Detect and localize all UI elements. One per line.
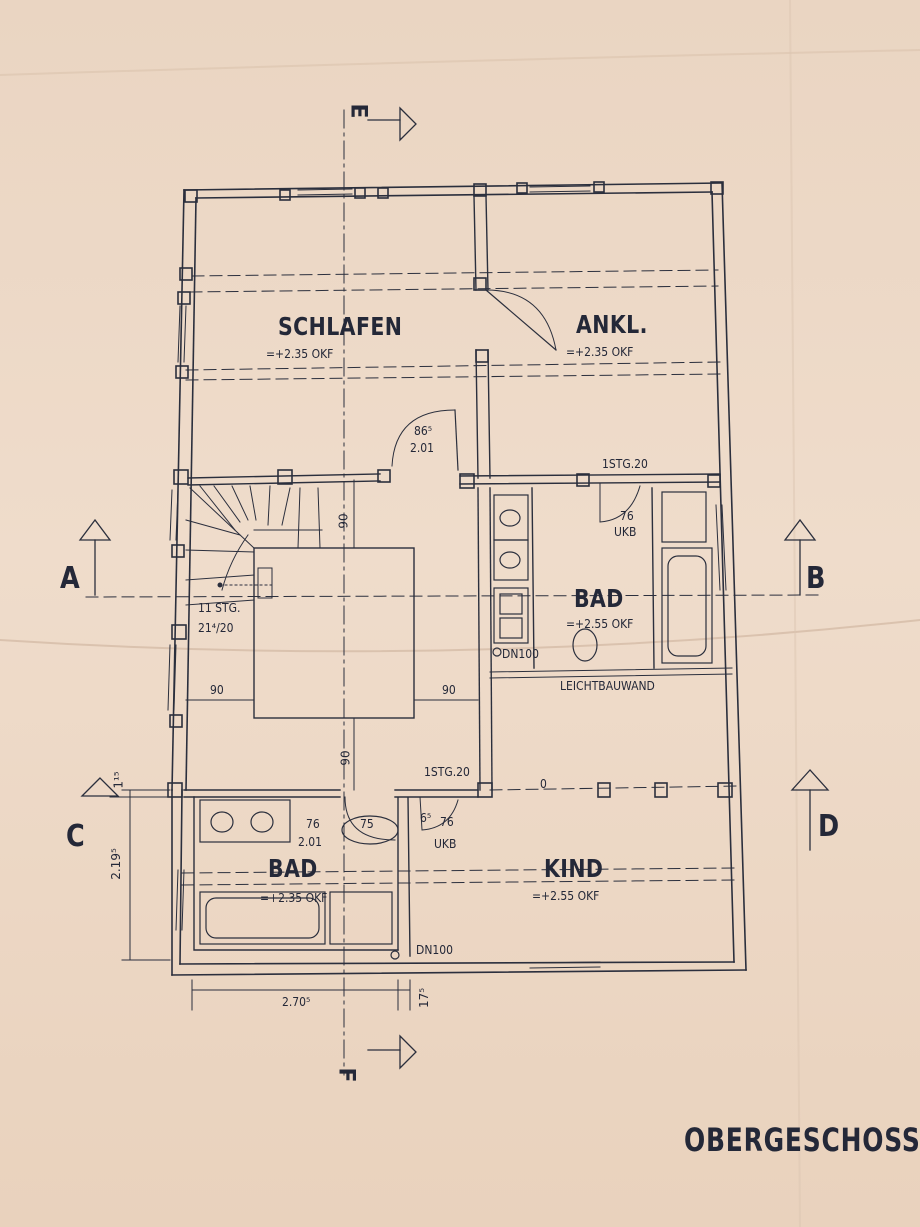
dim-90-left: 90 xyxy=(210,683,224,697)
interior-walls xyxy=(183,195,733,957)
dn100-lower: DN100 xyxy=(416,943,454,957)
zero-mark: 0 xyxy=(540,777,547,791)
dn100-upper: DN100 xyxy=(502,647,540,661)
section-mark-bottom: F xyxy=(333,1067,359,1083)
dimension-lines xyxy=(109,479,479,1011)
section-arrows xyxy=(78,106,830,1070)
paper-fold-top xyxy=(0,48,920,77)
windows xyxy=(167,185,727,969)
room-name-schlafen: SCHLAFEN xyxy=(278,312,403,341)
room-level-schlafen: =+2.35 OKF xyxy=(266,347,334,361)
stair-void xyxy=(253,547,415,719)
stair-step-upper: 1STG.20 xyxy=(602,457,648,471)
axis-mark-c: C xyxy=(66,819,85,854)
bath-lower-fixtures xyxy=(199,647,502,960)
stair-ratio: 21⁴/20 xyxy=(198,621,234,635)
section-mark-top: E xyxy=(345,103,371,119)
bad-door-75: 75 xyxy=(360,817,374,831)
room-name-kind: KIND xyxy=(544,854,604,883)
dashed-lines xyxy=(85,269,821,886)
leichtbauwand-label: LEICHTBAUWAND xyxy=(560,679,655,693)
door-size-label: 86⁵ xyxy=(414,424,433,438)
ukb-width-lower: 76 xyxy=(440,815,454,829)
axis-mark-b: B xyxy=(806,561,826,596)
dim-90-top: 90 xyxy=(336,513,351,529)
dim-270: 2.70⁵ xyxy=(282,995,311,1009)
staircase xyxy=(185,485,323,606)
stair-step-lower: 1STG.20 xyxy=(424,765,470,779)
bad-door-width: 76 xyxy=(306,817,320,831)
wall-columns xyxy=(167,181,733,798)
room-name-ankl: ANKL. xyxy=(576,310,648,339)
axis-mark-d: D xyxy=(818,809,840,844)
bad-door-65: 6⁵ xyxy=(420,811,432,825)
stair-count: 11 STG. xyxy=(198,601,241,615)
dim-115: 1¹⁵ xyxy=(111,771,126,789)
dim-219: 2.19⁵ xyxy=(108,848,123,880)
bath-upper-fixtures xyxy=(493,491,713,664)
paper-fold-horizontal xyxy=(0,618,920,653)
dim-90-right: 90 xyxy=(442,683,456,697)
room-level-bad-upper: =+2.55 OKF xyxy=(566,617,634,631)
bad-door-height: 2.01 xyxy=(298,835,323,849)
room-name-bad-upper: BAD xyxy=(574,584,624,613)
doors xyxy=(344,289,641,841)
ukb-width-upper: 76 xyxy=(620,509,634,523)
ukb-label-upper: UKB xyxy=(614,525,637,539)
room-level-bad-lower: =+2.35 OKF xyxy=(260,891,328,905)
room-name-bad-lower: BAD xyxy=(268,854,318,883)
dim-175: 17⁵ xyxy=(417,987,432,1009)
axis-mark-a: A xyxy=(60,561,80,596)
room-level-ankl: =+2.35 OKF xyxy=(566,345,634,359)
door-height-label: 2.01 xyxy=(410,441,435,455)
ukb-label-lower: UKB xyxy=(434,837,457,851)
paper-fold-vertical xyxy=(788,0,802,1227)
room-level-kind: =+2.55 OKF xyxy=(532,889,600,903)
drawing-title: OBERGESCHOSS xyxy=(684,1121,920,1159)
dim-90-bottom: 90 xyxy=(338,750,353,766)
